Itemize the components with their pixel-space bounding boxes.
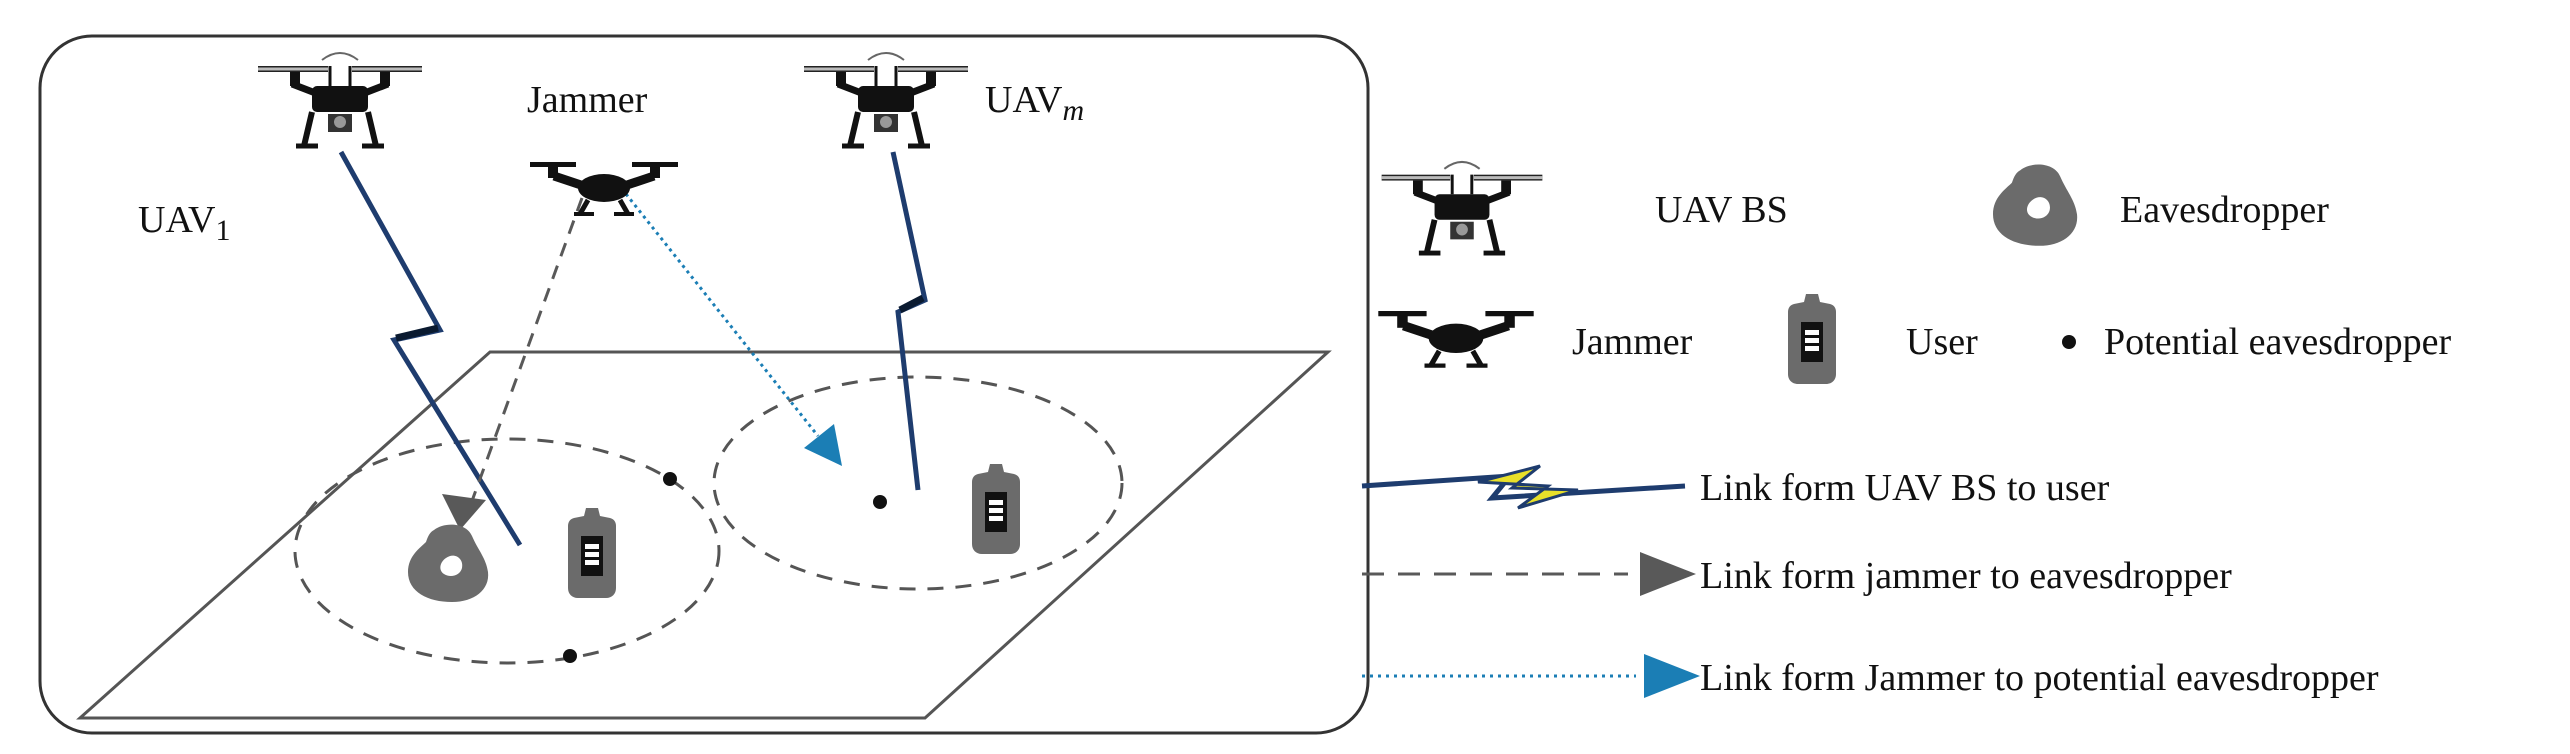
uav1-drone-icon xyxy=(258,53,422,146)
jammer-to-eavesdropper-link xyxy=(466,197,584,513)
uavm-drone-icon xyxy=(804,53,968,146)
legend-eavesdropper-label: Eavesdropper xyxy=(2120,189,2329,231)
legend-jammer-label: Jammer xyxy=(1572,321,1693,363)
coverage-area-1 xyxy=(293,437,721,665)
legend-potential-eavesdropper-label: Potential eavesdropper xyxy=(2104,321,2452,363)
coverage-area-2 xyxy=(712,375,1124,591)
uav1-label: UAV1 xyxy=(138,199,230,247)
legend-uav-bs-icon xyxy=(1382,162,1543,253)
legend-user-label: User xyxy=(1906,321,1978,363)
eavesdropper-icon xyxy=(408,524,489,602)
legend-link-uav-user-label: Link form UAV BS to user xyxy=(1700,467,2110,509)
ground-plane xyxy=(76,350,1332,720)
legend-uav-bs-label: UAV BS xyxy=(1655,189,1788,231)
user-2-icon xyxy=(972,464,1020,554)
jammer-to-potential-eve-link xyxy=(624,193,820,437)
legend-potential-eavesdropper-dot xyxy=(2062,335,2076,349)
legend-uav-link-line xyxy=(1361,473,1686,501)
potential-eavesdropper-dot xyxy=(563,649,577,663)
uavm-link xyxy=(890,151,928,491)
jammer-label: Jammer xyxy=(527,79,648,121)
user-1-icon xyxy=(568,508,616,598)
scene-frame xyxy=(38,34,1370,735)
jammer-drone-icon xyxy=(530,162,678,214)
legend-user-icon xyxy=(1788,294,1836,384)
potential-eavesdropper-dot xyxy=(663,472,677,486)
legend-jammer-icon xyxy=(1378,311,1533,366)
uavm-label: UAVm xyxy=(985,79,1084,127)
uav1-link xyxy=(338,150,523,547)
legend-link-jammer-eve-label: Link form jammer to eavesdropper xyxy=(1700,555,2232,597)
potential-eavesdropper-dot xyxy=(873,495,887,509)
legend-link-jammer-potential-label: Link form Jammer to potential eavesdropp… xyxy=(1700,657,2379,699)
legend-eavesdropper-icon xyxy=(1993,164,2078,246)
